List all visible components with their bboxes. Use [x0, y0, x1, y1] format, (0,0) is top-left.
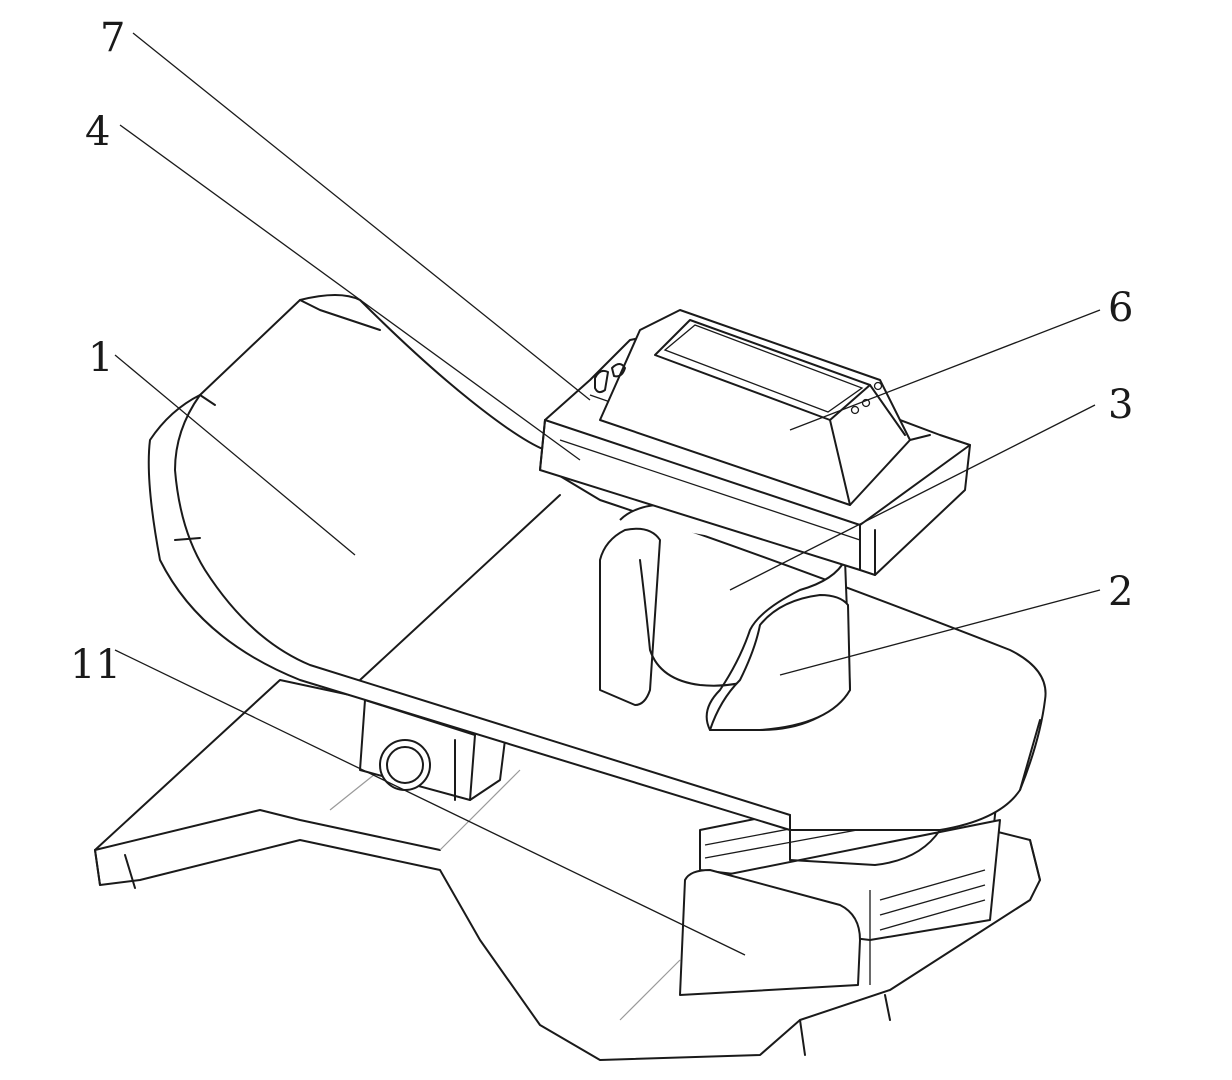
housing	[599, 309, 931, 506]
leader-2	[779, 589, 1101, 676]
reference-label-1: 1	[88, 335, 114, 381]
reference-label-11: 11	[70, 642, 121, 688]
leader-11	[114, 649, 746, 956]
mount-stem	[599, 503, 851, 731]
leader-3	[729, 404, 1096, 591]
small-connector	[594, 363, 626, 394]
leader-7	[132, 32, 591, 401]
lower-pad	[679, 869, 861, 996]
leader-lines	[114, 32, 1101, 956]
reference-label-7: 7	[100, 15, 126, 61]
leader-1	[114, 354, 356, 556]
leader-6	[789, 309, 1101, 431]
reference-label-2: 2	[1108, 569, 1134, 615]
reference-label-6: 6	[1108, 285, 1134, 331]
reference-label-3: 3	[1108, 382, 1134, 428]
leader-4	[119, 124, 581, 461]
reference-label-4: 4	[85, 109, 111, 155]
hinge-pin	[359, 699, 506, 801]
